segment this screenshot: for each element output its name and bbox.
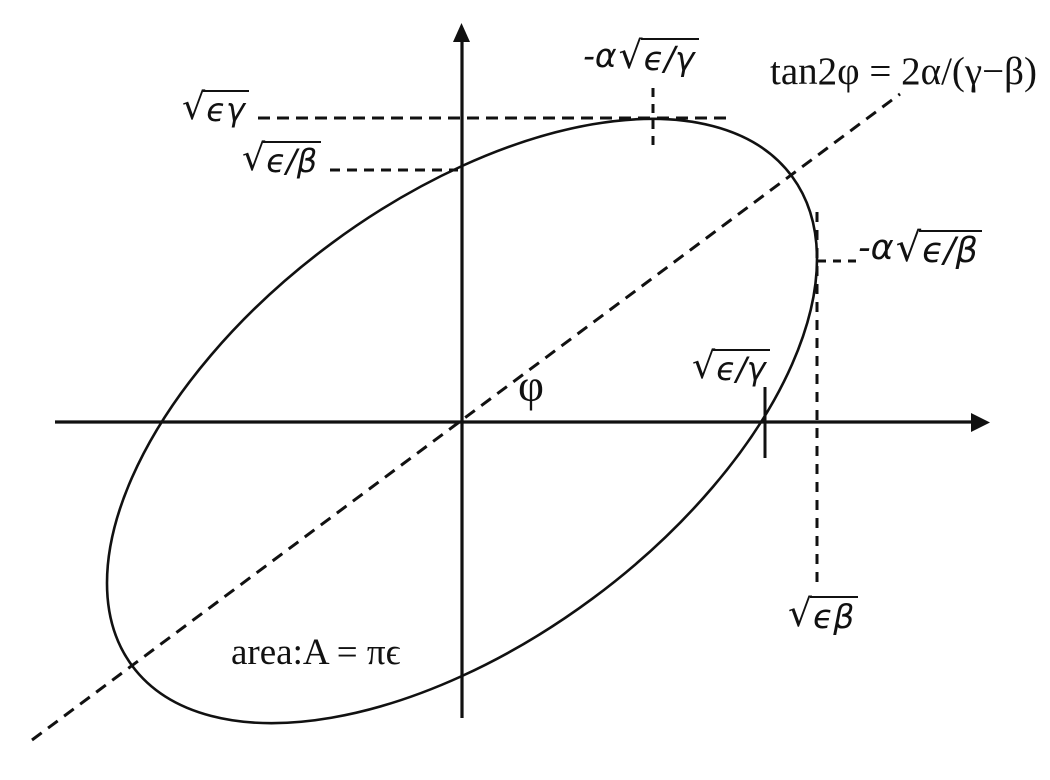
radical-sign: √ <box>242 136 265 179</box>
radicand: ϵ/β <box>919 230 982 271</box>
label-sqrt-eps-over-beta: √ ϵ/β <box>240 136 322 179</box>
radicand: ϵ/γ <box>640 38 699 77</box>
radical-sign: √ <box>182 85 205 128</box>
label-minus-alpha-sqrt-eps-over-gamma: -α √ ϵ/γ <box>583 33 699 77</box>
radical-sign: √ <box>692 344 715 387</box>
radicand: ϵ/γ <box>713 349 770 387</box>
label-prefix: -α <box>583 36 617 75</box>
label-sqrt-eps-beta: √ ϵβ <box>786 591 859 635</box>
phi-angle-label: φ <box>518 361 544 411</box>
area-formula: area:A = πϵ <box>231 632 401 673</box>
x-axis-arrowhead <box>971 413 990 432</box>
label-sqrt-eps-over-gamma: √ ϵ/γ <box>690 344 770 387</box>
radical-sign: √ <box>618 33 643 77</box>
label-prefix: -α <box>858 228 894 268</box>
radicand: ϵβ <box>809 596 859 635</box>
ellipse-major-axis-dashed-line <box>31 92 901 742</box>
tilt-angle-formula: tan2φ = 2α/(γ−β) <box>770 50 1037 93</box>
radical-sign: √ <box>895 225 921 271</box>
radicand: ϵ/β <box>263 141 322 179</box>
radicand: ϵγ <box>203 90 249 128</box>
label-sqrt-eps-gamma: √ ϵγ <box>180 85 249 128</box>
radical-sign: √ <box>788 591 812 635</box>
label-minus-alpha-sqrt-eps-over-beta: -α √ ϵ/β <box>858 225 982 271</box>
y-axis-arrowhead <box>453 23 470 42</box>
